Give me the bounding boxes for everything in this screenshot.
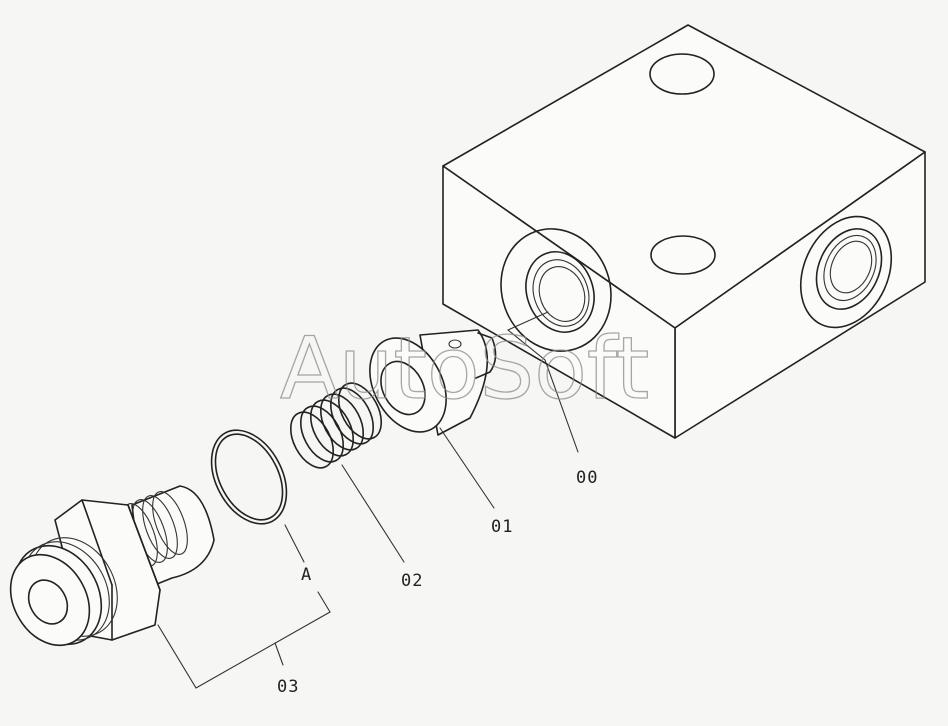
callout-02: 02	[401, 571, 423, 591]
o-ring	[210, 429, 288, 525]
valve-body	[442, 24, 926, 439]
leader-lines	[157, 311, 579, 689]
watermark: AutoSoft	[280, 319, 649, 419]
callout-03: 03	[277, 677, 299, 697]
spring	[289, 382, 383, 469]
plug-assembly	[9, 485, 215, 647]
valve-seat	[369, 329, 497, 436]
callout-01: 01	[491, 517, 513, 537]
callout-a: A	[301, 565, 312, 585]
callout-00: 00	[576, 468, 598, 488]
